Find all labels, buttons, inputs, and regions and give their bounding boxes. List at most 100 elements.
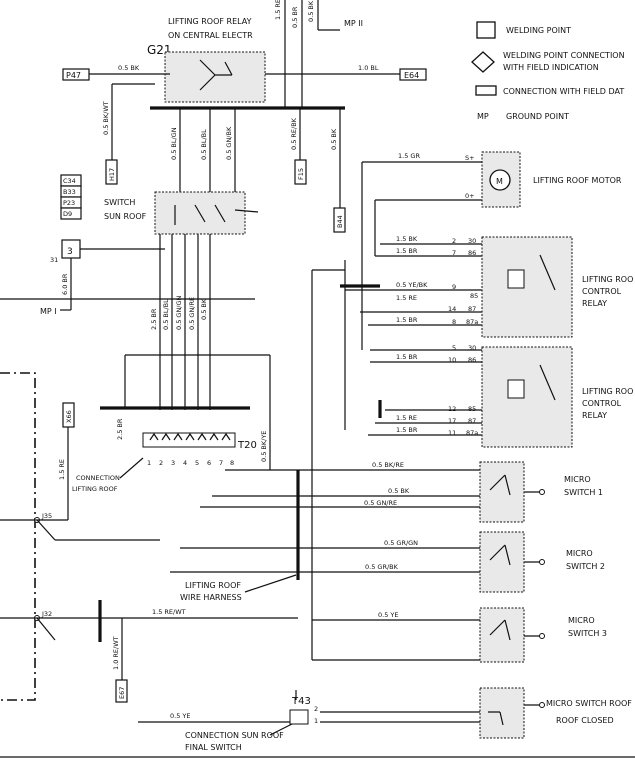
- wire-a-3: 0.5 GN/BK: [225, 126, 233, 160]
- ms2-contact: [489, 544, 540, 566]
- wire-25br-label: 2.5 BR: [116, 418, 124, 440]
- final-label-2: FINAL SWITCH: [185, 743, 242, 752]
- code-box-4: [60, 207, 82, 220]
- harness-label-2: WIRE HARNESS: [180, 593, 242, 602]
- code-1: C34: [63, 177, 76, 185]
- relay2-label-1: LIFTING ROO: [582, 387, 633, 396]
- relay2-label-3: RELAY: [582, 411, 607, 420]
- wire-top3-label: 0.5 BK: [307, 0, 315, 22]
- ms2-wire-label-2: 0.5 GR/BK: [365, 563, 399, 571]
- r2-pin-5: 11: [448, 429, 456, 437]
- motor-icon: [489, 169, 511, 191]
- r1-pin-4: 14: [448, 305, 456, 313]
- r1-term-3: 85: [470, 292, 478, 300]
- wire-top1-label: 1.5 RE: [274, 0, 282, 20]
- t20-pin-3: 3: [171, 459, 175, 467]
- t20-pin-4: 4: [183, 459, 187, 467]
- ms2-label-1: MICRO: [566, 549, 593, 558]
- legend-welding-point-conn-1: WELDING POINT CONNECTION: [503, 51, 625, 60]
- relay2-coil: [507, 379, 525, 399]
- field-connection-symbol: [475, 85, 497, 96]
- relay1-coil: [507, 269, 525, 289]
- p47-label: P47: [66, 71, 81, 80]
- r1-wire-label-1: 1.5 BK: [396, 235, 418, 243]
- t20-pin-1: 1: [147, 459, 151, 467]
- wire-b-label-2: 0.5 BL/BL: [162, 299, 170, 330]
- t20-pin-7: 7: [219, 459, 223, 467]
- ms3-label-2: SWITCH 3: [568, 629, 607, 638]
- relay2-box: [481, 346, 573, 448]
- mid-section: 0.5 BL/GN 0.5 BL/BL 0.5 GN/BK 0.5 RE/BK …: [0, 108, 635, 758]
- welding-point-conn-symbol: [471, 51, 495, 73]
- r2-term-2: 86: [468, 356, 476, 364]
- r1-wire-label-4: 1.5 RE: [396, 294, 417, 302]
- msr-label-1: MICRO SWITCH ROOF: [546, 699, 632, 708]
- t20-pin-5: 5: [195, 459, 199, 467]
- msr-box: [479, 687, 525, 739]
- t43-body: [289, 709, 309, 725]
- r2-wire-label-2: 1.5 RE: [396, 414, 417, 422]
- switch-label-2: SUN ROOF: [104, 212, 147, 221]
- t43-label: T43: [291, 696, 311, 707]
- wire-b-label-4: 0.5 GN/RE: [188, 297, 196, 330]
- wire-e64-label: 1.0 BL: [358, 64, 379, 72]
- mp1-label: MP I: [40, 307, 57, 316]
- f15-box: [294, 159, 307, 185]
- r2-pin-2: 10: [448, 356, 456, 364]
- wire-b-label-5: 0.5 BK: [200, 298, 208, 320]
- left-section: 0.5 BK/WT H17 C34 B33 P23 D9 3 31 6.0 BR…: [0, 83, 298, 703]
- code-2: B33: [63, 188, 76, 196]
- t43-pin-1: 1: [314, 717, 318, 725]
- ms3-actuator: [539, 633, 545, 639]
- ms2-wire-label-1: 0.5 GR/GN: [384, 539, 418, 547]
- r1-term-4: 87: [468, 305, 476, 313]
- ms1-wire-label-1: 0.5 BK/RE: [372, 461, 404, 469]
- b44-label: B44: [336, 215, 344, 228]
- o-plus-label: 0+: [465, 192, 475, 200]
- conn-label-1: CONNECTION: [76, 474, 120, 482]
- ms1-wire-label-3: 0.5 GN/RE: [364, 499, 397, 507]
- wire-a-1: 0.5 BL/GN: [170, 127, 178, 160]
- harness-arrow: [244, 574, 297, 593]
- relay2-label-2: CONTROL: [582, 399, 622, 408]
- h17-box: [105, 159, 118, 185]
- legend-connection-field: CONNECTION WITH FIELD DAT: [503, 87, 624, 96]
- e64-label: E64: [404, 71, 419, 80]
- r2-pin-4: 17: [448, 417, 456, 425]
- relay2-contact: [539, 364, 556, 401]
- boundary-dashed: [0, 372, 36, 701]
- x66-label: X66: [65, 410, 73, 423]
- t43-pin-2: 2: [314, 705, 318, 713]
- relay1-label-3: RELAY: [582, 299, 607, 308]
- code-4: D9: [63, 210, 72, 218]
- f15-label: F15: [297, 168, 305, 180]
- legend: WELDING POINT WELDING POINT CONNECTION W…: [471, 21, 625, 121]
- msr-actuator: [539, 702, 545, 708]
- conn-label-2: LIFTING ROOF: [72, 485, 118, 493]
- r1-term-5: 87a: [466, 318, 478, 326]
- motor-m: M: [496, 177, 503, 186]
- ms1-box: [479, 461, 525, 523]
- ms2-box: [479, 531, 525, 593]
- s-plus-label: S+: [465, 154, 475, 162]
- legend-welding-point: WELDING POINT: [506, 26, 571, 35]
- j32-label: J32: [41, 610, 52, 618]
- wire-t43-label: 0.5 YE: [170, 712, 190, 720]
- t20-pin-6: 6: [207, 459, 211, 467]
- r2-wire-label-3: 1.5 BR: [396, 426, 418, 434]
- wire-motor-label: 1.5 GR: [398, 152, 420, 160]
- ms3-contact: [489, 619, 540, 641]
- r1-pin-1: 2: [452, 237, 456, 245]
- j35-label: J35: [41, 512, 52, 520]
- e67-label: E67: [118, 687, 126, 699]
- t20-pins-shape: [149, 432, 231, 441]
- ms1-contact: [489, 474, 540, 496]
- g21-box: [164, 51, 266, 103]
- r1-term-1: 30: [468, 237, 476, 245]
- r2-term-1: 30: [468, 344, 476, 352]
- harness-label-1: LIFTING ROOF: [185, 581, 241, 590]
- final-label-1: CONNECTION SUN ROOF: [185, 731, 284, 740]
- ms1-label-2: SWITCH 1: [564, 488, 603, 497]
- wire-b44-label: 0.5 BK: [330, 128, 338, 150]
